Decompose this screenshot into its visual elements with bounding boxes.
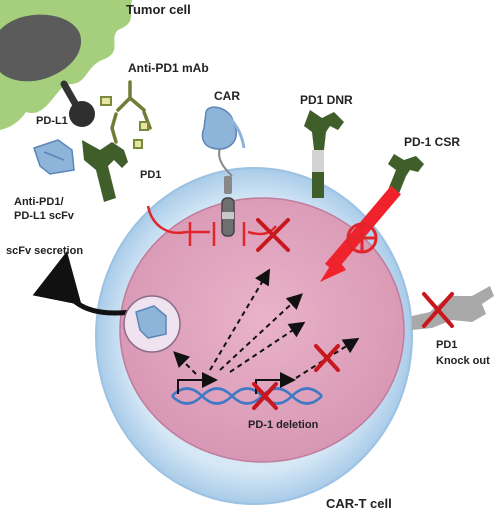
pd-l1-ligand-icon [60,80,95,127]
inhibition-marks [146,205,277,246]
secreted-scfv-vesicle [123,295,181,353]
pd1-receptor-icon [82,140,128,202]
pd1-ko-label-line1: PD1 [436,339,457,351]
tumor-cell [0,0,132,130]
dna-deletion-x-icon [252,382,278,410]
tumor-cell-label: Tumor cell [126,2,191,17]
pd1-dnr-label: PD1 DNR [300,93,353,107]
pd-l1-label: PD-L1 [36,115,68,127]
scfv-secretion-label: scFv secretion [6,245,83,257]
pd1-ko-label-line2: Knock out [436,355,490,367]
anti-pd1-mab-label: Anti-PD1 mAb [128,61,209,75]
car-t-cell-label: CAR-T cell [326,496,392,511]
pd1-csr-label: PD-1 CSR [404,135,460,149]
scfv-fragment-icon [33,139,75,175]
transcription-arrows [177,372,296,394]
car-receptor-icon [201,106,246,237]
pd1-label: PD1 [140,169,161,181]
pd1-deletion-label: PD-1 deletion [248,419,319,431]
blocked-expression-x-icon [314,344,340,372]
anti-pd1-antibody-icon [100,80,152,149]
expression-arrows [173,268,360,379]
red-x-icon [256,218,290,252]
plus-circle-icon [346,222,378,254]
curved-arrow-icon [32,251,133,316]
pd1-dnr-icon [304,110,344,198]
dna-helix-icon [171,387,323,405]
knockout-x-icon [422,292,454,328]
car-label: CAR [214,89,240,103]
scfv-label-line1: Anti-PD1/ [14,196,64,208]
tumor-nucleus [0,14,81,82]
scfv-label-line2: PD-L1 scFv [14,210,75,222]
